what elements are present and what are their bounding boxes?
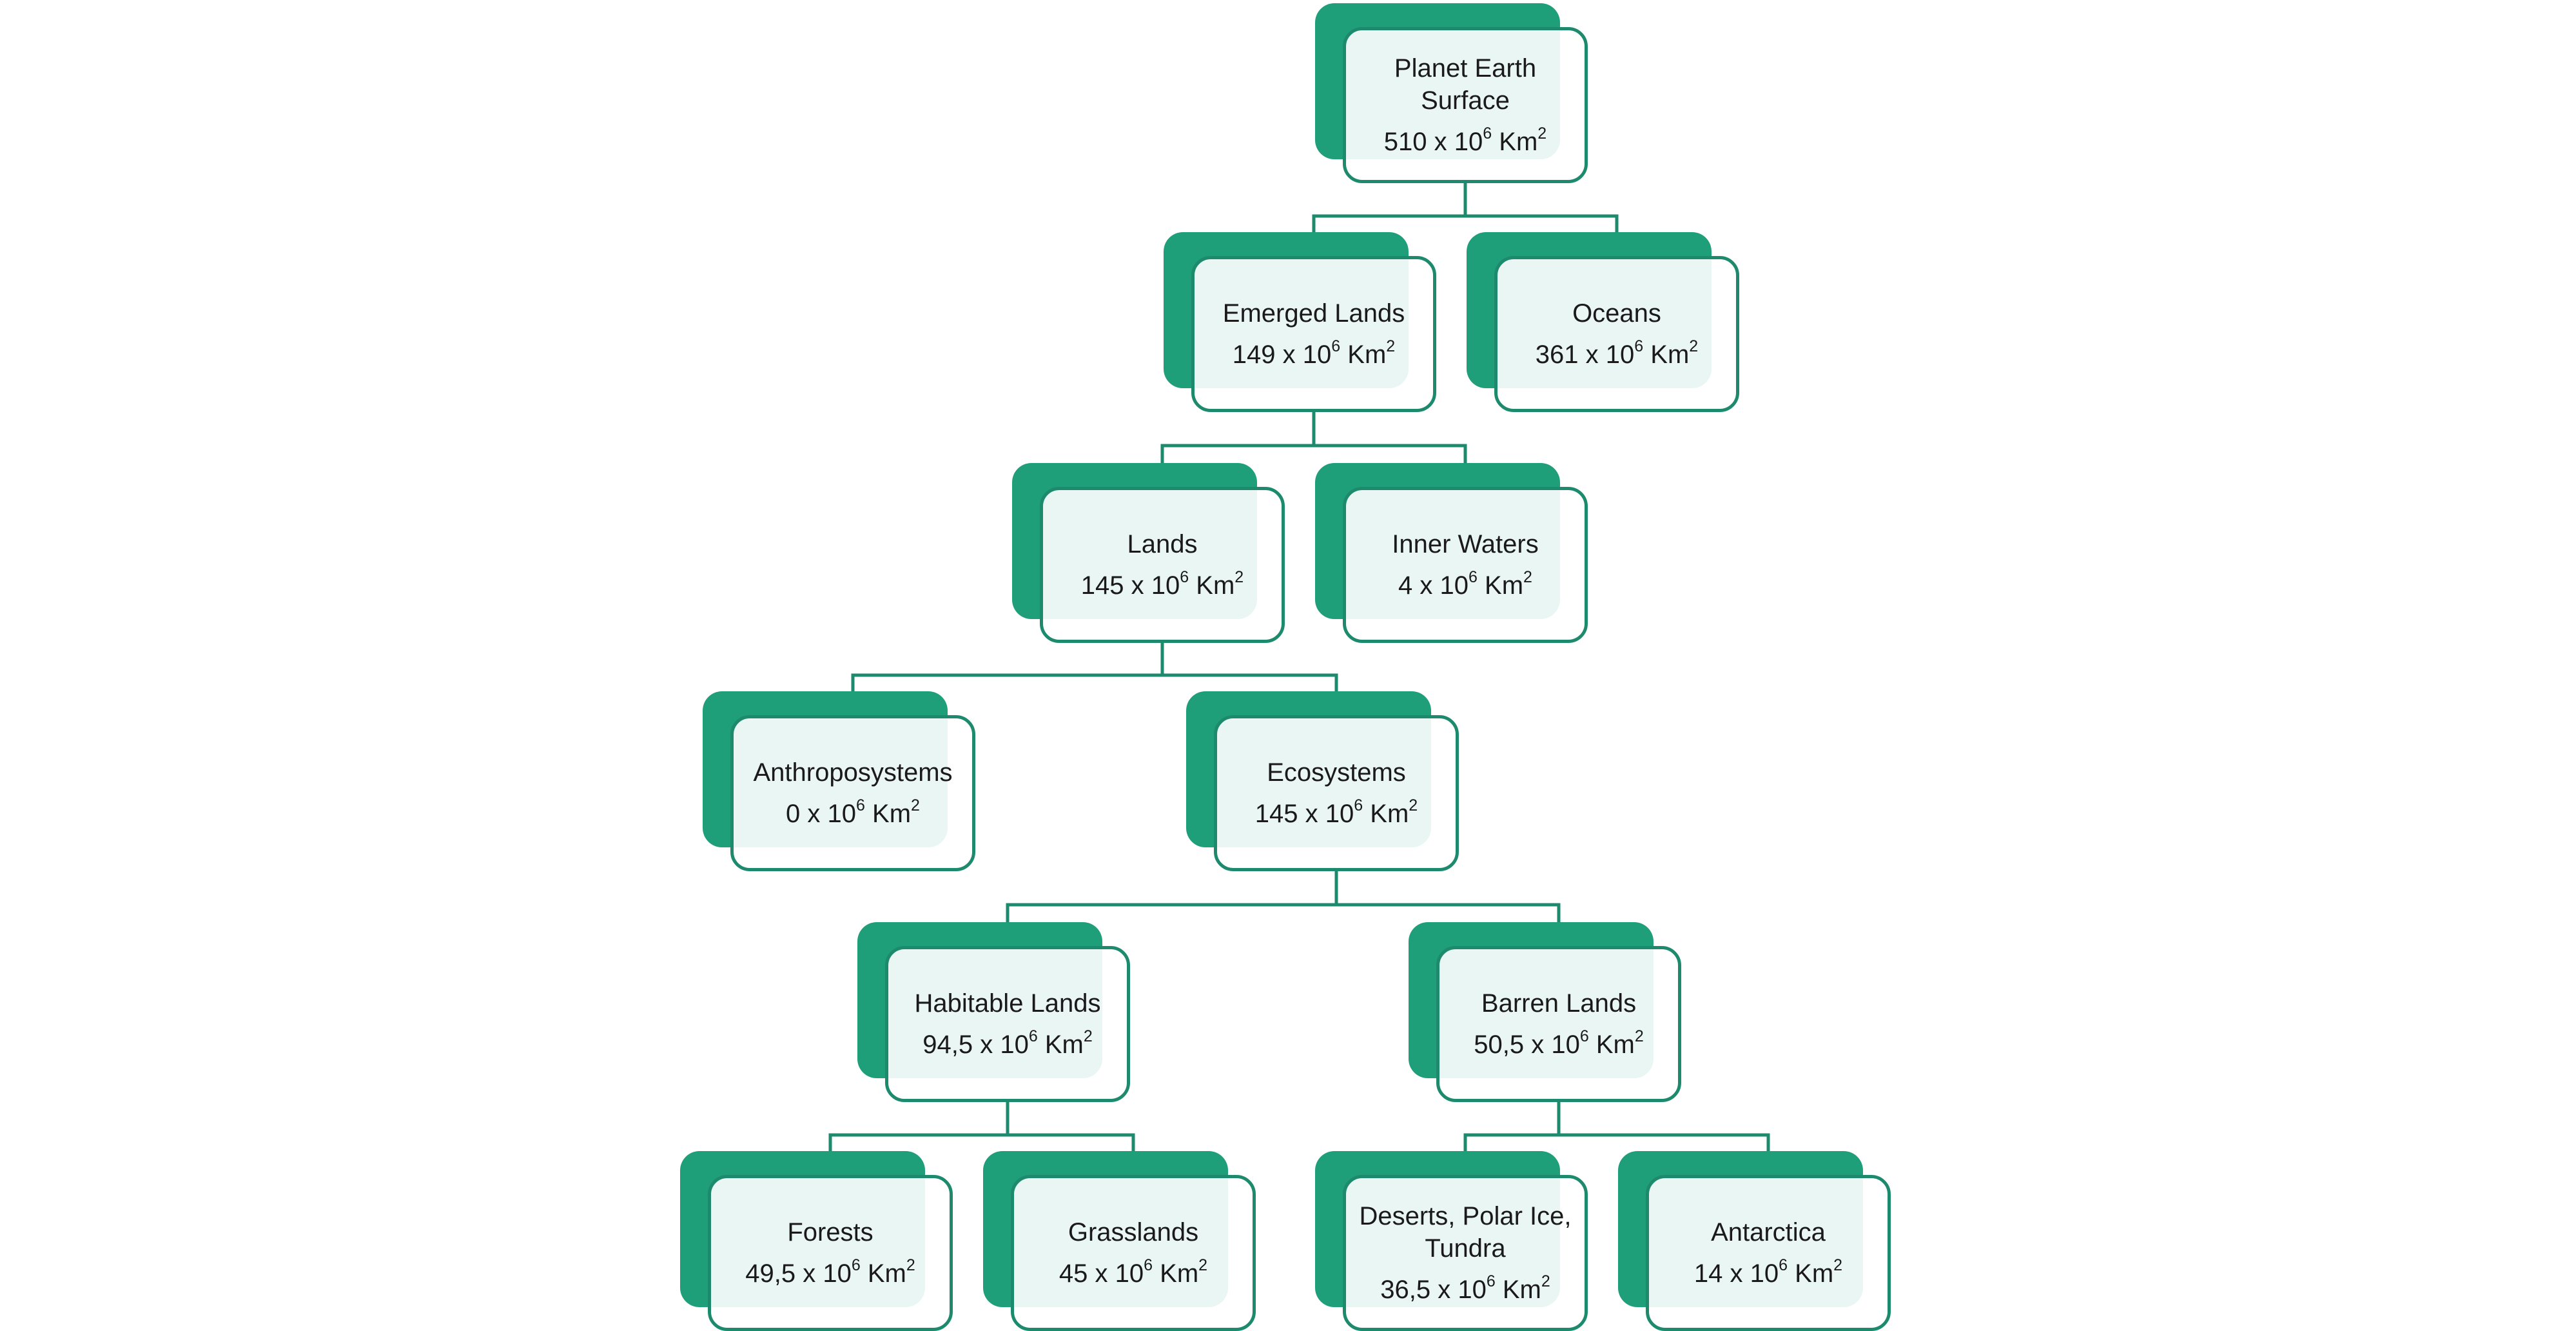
node-box: Grasslands 45 x 106 Km2 [1011, 1175, 1256, 1331]
node-name: Oceans [1572, 299, 1661, 328]
area-unit-power: 2 [1386, 337, 1396, 355]
node-area: 0 x 106 Km2 [786, 796, 920, 828]
area-exponent: 6 [1028, 1027, 1038, 1045]
area-unit-power: 2 [1523, 567, 1532, 586]
node-area: 36,5 x 106 Km2 [1380, 1272, 1550, 1304]
area-value: 49,5 [745, 1259, 796, 1288]
area-exponent: 6 [856, 796, 865, 814]
node-box: Barren Lands 50,5 x 106 Km2 [1436, 946, 1681, 1102]
node-name: Ecosystems [1267, 758, 1406, 787]
area-exponent: 6 [1483, 124, 1492, 143]
area-value: 4 [1398, 571, 1413, 600]
area-exponent: 6 [1180, 567, 1189, 586]
node-name: Planet Earth Surface [1394, 54, 1537, 115]
area-value: 149 [1232, 340, 1276, 369]
node-name: Habitable Lands [914, 989, 1101, 1018]
area-unit-power: 2 [906, 1256, 915, 1274]
node-box: Oceans 361 x 106 Km2 [1494, 256, 1739, 412]
area-exponent: 6 [851, 1256, 861, 1274]
node-box: Deserts, Polar Ice, Tundra 36,5 x 106 Km2 [1343, 1175, 1588, 1331]
node-area: 510 x 106 Km2 [1383, 124, 1547, 156]
node-area: 50,5 x 106 Km2 [1474, 1027, 1644, 1059]
node-area: 145 x 106 Km2 [1080, 567, 1244, 600]
area-unit-power: 2 [1833, 1256, 1843, 1274]
node-area: 94,5 x 106 Km2 [922, 1027, 1093, 1059]
node-area: 45 x 106 Km2 [1059, 1256, 1208, 1288]
node-area: 4 x 106 Km2 [1398, 567, 1532, 600]
area-exponent: 6 [1579, 1027, 1589, 1045]
area-unit-power: 2 [1409, 796, 1418, 814]
node-box: Inner Waters 4 x 106 Km2 [1343, 487, 1588, 643]
area-exponent: 6 [1469, 567, 1478, 586]
node-name: Grasslands [1068, 1218, 1199, 1247]
area-value: 510 [1383, 128, 1427, 156]
area-exponent: 6 [1354, 796, 1363, 814]
node-name: Barren Lands [1481, 989, 1637, 1018]
area-exponent: 6 [1144, 1256, 1153, 1274]
area-unit: Km [867, 1259, 906, 1288]
area-value: 36,5 [1380, 1276, 1431, 1304]
area-unit: Km [1502, 1276, 1541, 1304]
area-value: 145 [1080, 571, 1124, 600]
node-box: Habitable Lands 94,5 x 106 Km2 [885, 946, 1130, 1102]
node-area: 361 x 106 Km2 [1535, 337, 1699, 369]
area-unit: Km [1370, 800, 1409, 828]
area-unit: Km [1196, 571, 1235, 600]
node-box: Emerged Lands 149 x 106 Km2 [1191, 256, 1436, 412]
node-name: Antarctica [1711, 1218, 1826, 1247]
node-name: Inner Waters [1392, 530, 1539, 558]
area-exponent: 6 [1634, 337, 1644, 355]
area-unit: Km [1650, 340, 1690, 369]
node-box: Forests 49,5 x 106 Km2 [708, 1175, 953, 1331]
area-value: 14 [1693, 1259, 1723, 1288]
area-unit: Km [1160, 1259, 1199, 1288]
node-box: Lands 145 x 106 Km2 [1040, 487, 1285, 643]
node-name: Forests [787, 1218, 873, 1247]
area-unit-power: 2 [1541, 1272, 1550, 1290]
node-name: Deserts, Polar Ice, Tundra [1359, 1202, 1572, 1263]
area-unit: Km [1044, 1030, 1084, 1059]
node-area: 49,5 x 106 Km2 [745, 1256, 915, 1288]
area-value: 361 [1535, 340, 1579, 369]
area-unit-power: 2 [1689, 337, 1699, 355]
area-unit-power: 2 [1537, 124, 1547, 143]
area-unit: Km [1595, 1030, 1635, 1059]
node-area: 149 x 106 Km2 [1232, 337, 1396, 369]
area-exponent: 6 [1486, 1272, 1496, 1290]
area-unit: Km [1485, 571, 1524, 600]
node-name: Anthroposystems [753, 758, 953, 787]
area-exponent: 6 [1331, 337, 1341, 355]
node-area: 145 x 106 Km2 [1254, 796, 1418, 828]
area-unit: Km [1347, 340, 1387, 369]
area-unit-power: 2 [1198, 1256, 1208, 1274]
area-unit-power: 2 [1634, 1027, 1644, 1045]
area-unit-power: 2 [911, 796, 920, 814]
node-box: Ecosystems 145 x 106 Km2 [1214, 715, 1459, 871]
area-unit: Km [872, 800, 912, 828]
area-unit-power: 2 [1234, 567, 1244, 586]
node-name: Emerged Lands [1222, 299, 1405, 328]
area-value: 0 [786, 800, 801, 828]
node-box: Antarctica 14 x 106 Km2 [1646, 1175, 1891, 1331]
area-value: 145 [1254, 800, 1298, 828]
area-value: 50,5 [1474, 1030, 1525, 1059]
node-name: Lands [1127, 530, 1198, 558]
node-box: Planet Earth Surface 510 x 106 Km2 [1343, 27, 1588, 183]
area-unit-power: 2 [1083, 1027, 1093, 1045]
area-exponent: 6 [1779, 1256, 1788, 1274]
area-unit: Km [1499, 128, 1538, 156]
area-value: 45 [1059, 1259, 1088, 1288]
node-area: 14 x 106 Km2 [1693, 1256, 1843, 1288]
area-value: 94,5 [922, 1030, 973, 1059]
area-unit: Km [1795, 1259, 1834, 1288]
